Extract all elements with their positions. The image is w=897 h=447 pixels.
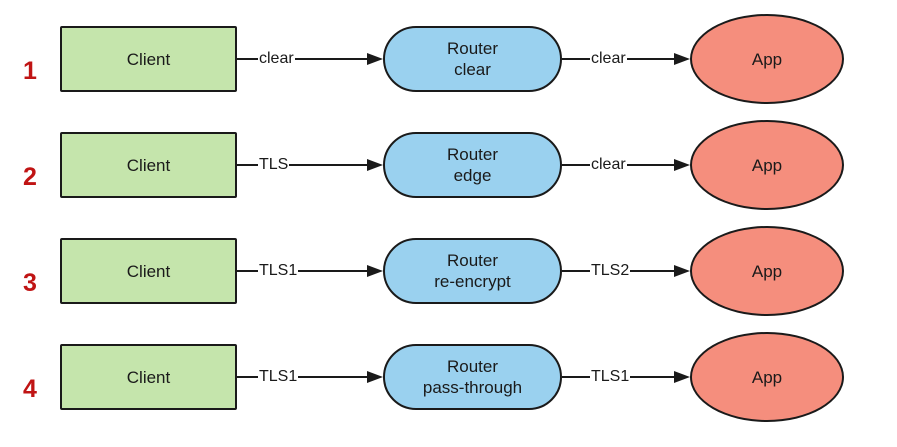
router-node: Router clear [383, 26, 562, 92]
connector-client-router: TLS [237, 112, 383, 218]
connector-line [237, 376, 258, 378]
connector-line [626, 58, 674, 60]
router-label-line1: Router [446, 357, 499, 376]
app-label: App [751, 367, 783, 387]
router-label-line2: re-encrypt [434, 272, 511, 291]
flow-row-2: 2 Client TLS Router edge clear App [0, 112, 844, 218]
arrowhead-icon [367, 371, 383, 383]
connector-line [289, 164, 367, 166]
edge-label: TLS [259, 156, 289, 173]
connector-line [562, 164, 590, 166]
flow-row-4: 4 Client TLS1 Router pass-through TLS1 A… [0, 324, 844, 430]
router-label-line2: pass-through [422, 378, 523, 397]
edge-label: TLS1 [259, 368, 298, 385]
connector-line [562, 270, 590, 272]
connector-line [298, 270, 367, 272]
client-label: Client [126, 367, 171, 387]
client-node: Client [60, 132, 237, 198]
row-number: 4 [23, 374, 37, 403]
connector-router-app: TLS1 [562, 324, 690, 430]
app-label: App [751, 49, 783, 69]
connector-line [298, 376, 367, 378]
router-node: Router pass-through [383, 344, 562, 410]
app-node: App [690, 332, 844, 422]
router-label-line1: Router [446, 145, 499, 164]
connector-line [294, 58, 367, 60]
arrowhead-icon [674, 53, 690, 65]
router-label-line1: Router [446, 39, 499, 58]
connector-line [562, 58, 590, 60]
connector-client-router: clear [237, 6, 383, 112]
arrowhead-icon [674, 265, 690, 277]
flow-row-3: 3 Client TLS1 Router re-encrypt TLS2 App [0, 218, 844, 324]
connector-line [626, 164, 674, 166]
edge-label: clear [591, 156, 626, 173]
app-label: App [751, 155, 783, 175]
client-label: Client [126, 49, 171, 69]
connector-router-app: clear [562, 112, 690, 218]
arrowhead-icon [367, 53, 383, 65]
row-number: 1 [23, 56, 37, 85]
client-node: Client [60, 238, 237, 304]
router-label-line2: clear [454, 60, 491, 79]
arrowhead-icon [674, 371, 690, 383]
connector-line [237, 164, 258, 166]
client-node: Client [60, 344, 237, 410]
router-node: Router edge [383, 132, 562, 198]
edge-label: TLS1 [259, 262, 298, 279]
arrowhead-icon [367, 265, 383, 277]
client-label: Client [126, 261, 171, 281]
router-node: Router re-encrypt [383, 238, 562, 304]
connector-line [630, 270, 674, 272]
app-node: App [690, 226, 844, 316]
arrowhead-icon [674, 159, 690, 171]
connector-line [562, 376, 590, 378]
connector-router-app: clear [562, 6, 690, 112]
connector-client-router: TLS1 [237, 324, 383, 430]
arrowhead-icon [367, 159, 383, 171]
flow-row-1: 1 Client clear Router clear clear App [0, 6, 844, 112]
client-node: Client [60, 26, 237, 92]
connector-client-router: TLS1 [237, 218, 383, 324]
app-node: App [690, 120, 844, 210]
row-number: 3 [23, 268, 37, 297]
row-number: 2 [23, 162, 37, 191]
connector-line [237, 270, 258, 272]
connector-router-app: TLS2 [562, 218, 690, 324]
router-label-line2: edge [453, 166, 492, 185]
edge-label: TLS2 [591, 262, 630, 279]
connector-line [237, 58, 258, 60]
app-node: App [690, 14, 844, 104]
edge-label: clear [591, 50, 626, 67]
edge-label: clear [259, 50, 294, 67]
router-label-line1: Router [446, 251, 499, 270]
edge-label: TLS1 [591, 368, 630, 385]
client-label: Client [126, 155, 171, 175]
app-label: App [751, 261, 783, 281]
connector-line [630, 376, 674, 378]
